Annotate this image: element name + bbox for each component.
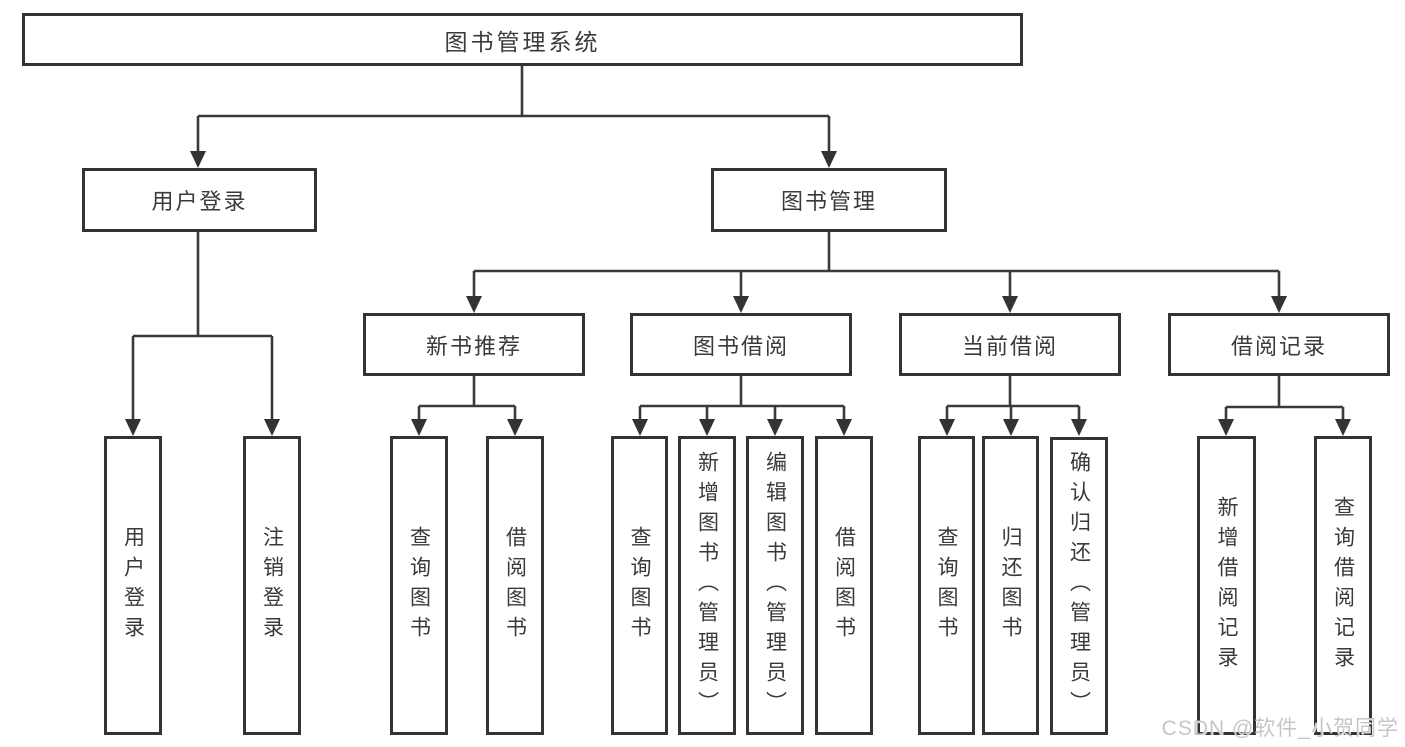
node-new-book-recommend: 新书推荐 [363, 313, 585, 376]
node-root-system: 图书管理系统 [22, 13, 1023, 66]
leaf-add-books-admin: 新增图书（管理员） [678, 436, 736, 735]
node-book-management: 图书管理 [711, 168, 947, 232]
node-label: 图书管理 [780, 189, 877, 214]
node-label: 借阅图书 [503, 525, 527, 646]
node-label: 确认归还（管理员） [1067, 451, 1091, 721]
leaf-add-borrow-record: 新增借阅记录 [1197, 436, 1256, 735]
leaf-query-borrow-record: 查询借阅记录 [1314, 436, 1372, 735]
node-label: 当前借阅 [961, 333, 1058, 359]
leaf-query-books-current: 查询图书 [918, 436, 975, 735]
node-label: 查询借阅记录 [1331, 495, 1355, 676]
leaf-query-books-recommend: 查询图书 [390, 436, 448, 735]
node-borrow-records: 借阅记录 [1168, 313, 1390, 376]
node-label: 新书推荐 [425, 333, 522, 359]
node-label: 图书借阅 [692, 333, 789, 359]
node-label: 用户登录 [151, 189, 248, 214]
leaf-confirm-return-admin: 确认归还（管理员） [1050, 437, 1108, 735]
node-label: 用户登录 [121, 525, 145, 646]
node-label: 借阅记录 [1230, 333, 1327, 359]
node-label: 新增图书（管理员） [695, 450, 719, 721]
leaf-user-login: 用户登录 [104, 436, 162, 735]
node-current-borrow: 当前借阅 [899, 313, 1121, 376]
node-label: 新增借阅记录 [1215, 495, 1238, 676]
leaf-query-books-borrow: 查询图书 [611, 436, 668, 735]
leaf-logout: 注销登录 [243, 436, 301, 735]
node-label: 注销登录 [260, 525, 284, 646]
node-book-borrow: 图书借阅 [630, 313, 852, 376]
leaf-edit-books-admin: 编辑图书（管理员） [746, 436, 804, 735]
node-label: 编辑图书（管理员） [763, 450, 787, 721]
node-label: 查询图书 [935, 525, 958, 646]
arrowhead-icons [125, 151, 1351, 436]
leaf-borrow-books-recommend: 借阅图书 [486, 436, 544, 735]
leaf-return-books: 归还图书 [982, 436, 1039, 735]
node-label: 查询图书 [407, 525, 431, 646]
csdn-watermark: CSDN @软件_小贺同学 [1161, 717, 1399, 740]
node-user-login: 用户登录 [82, 168, 317, 232]
leaf-borrow-books: 借阅图书 [815, 436, 873, 735]
node-label: 归还图书 [999, 525, 1022, 646]
node-label: 查询图书 [628, 525, 651, 646]
node-label: 图书管理系统 [444, 28, 601, 55]
node-label: 借阅图书 [832, 525, 856, 646]
